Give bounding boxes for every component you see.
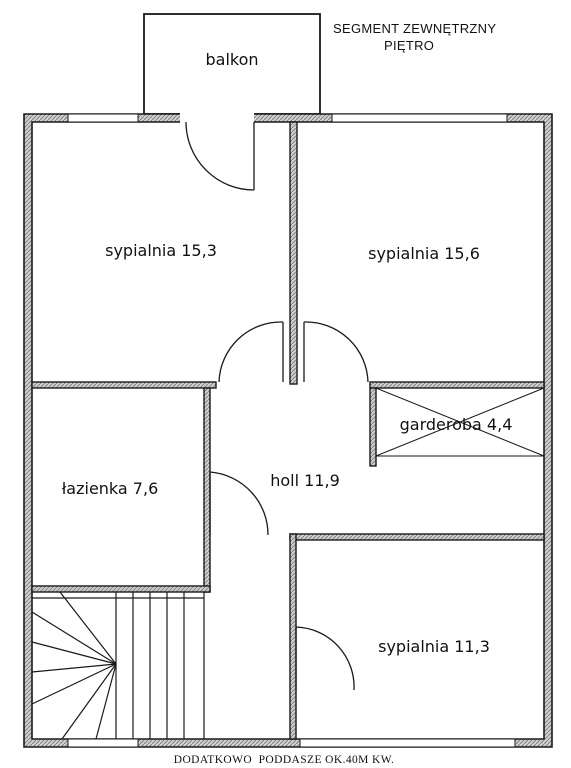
wardrobe-cross	[375, 387, 545, 457]
wardrobe-label: garderoba 4,4	[400, 415, 513, 434]
staircase	[31, 591, 205, 740]
bedroom-top-right-label: sypialnia 15,6	[368, 244, 480, 263]
bathroom-label: łazienka 7,6	[62, 479, 159, 498]
plan-title-line2: PIĘTRO	[384, 38, 434, 53]
bedroom-top-right-door	[303, 321, 369, 383]
bedroom-bottom-right-door	[295, 626, 355, 691]
footer-note: DODATKOWO PODDASZE OK.40M KW.	[174, 754, 395, 766]
interior-walls	[31, 121, 545, 740]
doors	[185, 121, 369, 691]
bedroom-top-left-door	[218, 321, 284, 383]
balcony-label: balkon	[205, 50, 258, 69]
bedroom-bottom-right-label: sypialnia 11,3	[378, 637, 490, 656]
balcony-door-opening	[180, 113, 254, 123]
window-openings	[67, 113, 516, 748]
balcony	[143, 13, 321, 115]
balcony-door	[185, 121, 255, 191]
hall-label: holl 11,9	[270, 471, 340, 490]
bedroom-top-left-label: sypialnia 15,3	[105, 241, 217, 260]
bathroom-door	[209, 471, 269, 536]
plan-title-line1: SEGMENT ZEWNĘTRZNY	[333, 21, 496, 36]
